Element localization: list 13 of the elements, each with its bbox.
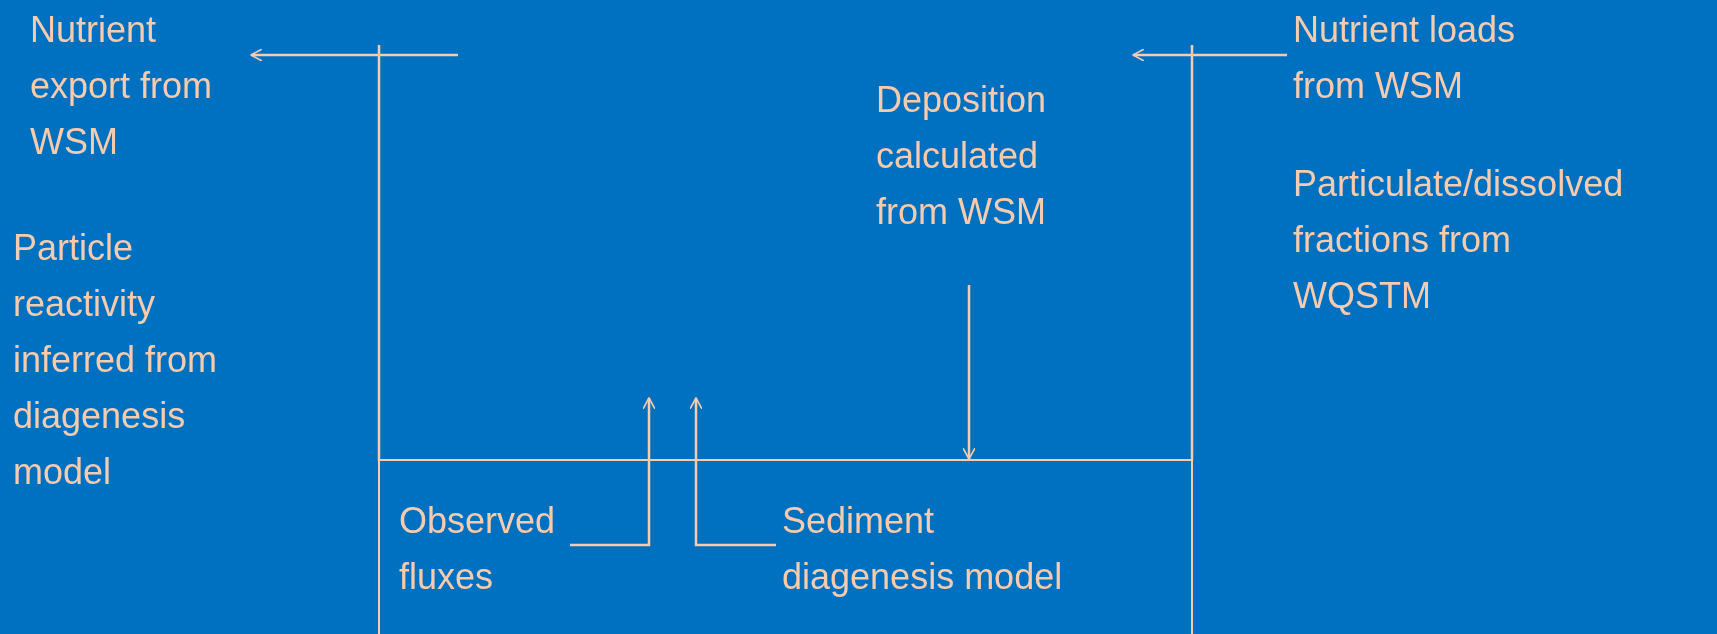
- text-label: Sediment diagenesis model: [782, 493, 1072, 605]
- text-label: Observed fluxes: [399, 493, 564, 605]
- arrow: [570, 397, 656, 547]
- text-label: Nutrient loads from WSM: [1293, 2, 1553, 114]
- arrow: [689, 397, 776, 547]
- arrow: [962, 285, 976, 460]
- arrow: [250, 48, 458, 62]
- text-label: Particle reactivity inferred from diagenesis model: [13, 220, 283, 500]
- text-label: Nutrient export from WSM: [30, 2, 245, 170]
- text-label: Particulate/dissolved fractions from WQSTM: [1293, 156, 1638, 324]
- sediment-layer-box: [378, 459, 1193, 634]
- text-label: Deposition calculated from WSM: [876, 72, 1116, 240]
- arrow: [1132, 48, 1287, 62]
